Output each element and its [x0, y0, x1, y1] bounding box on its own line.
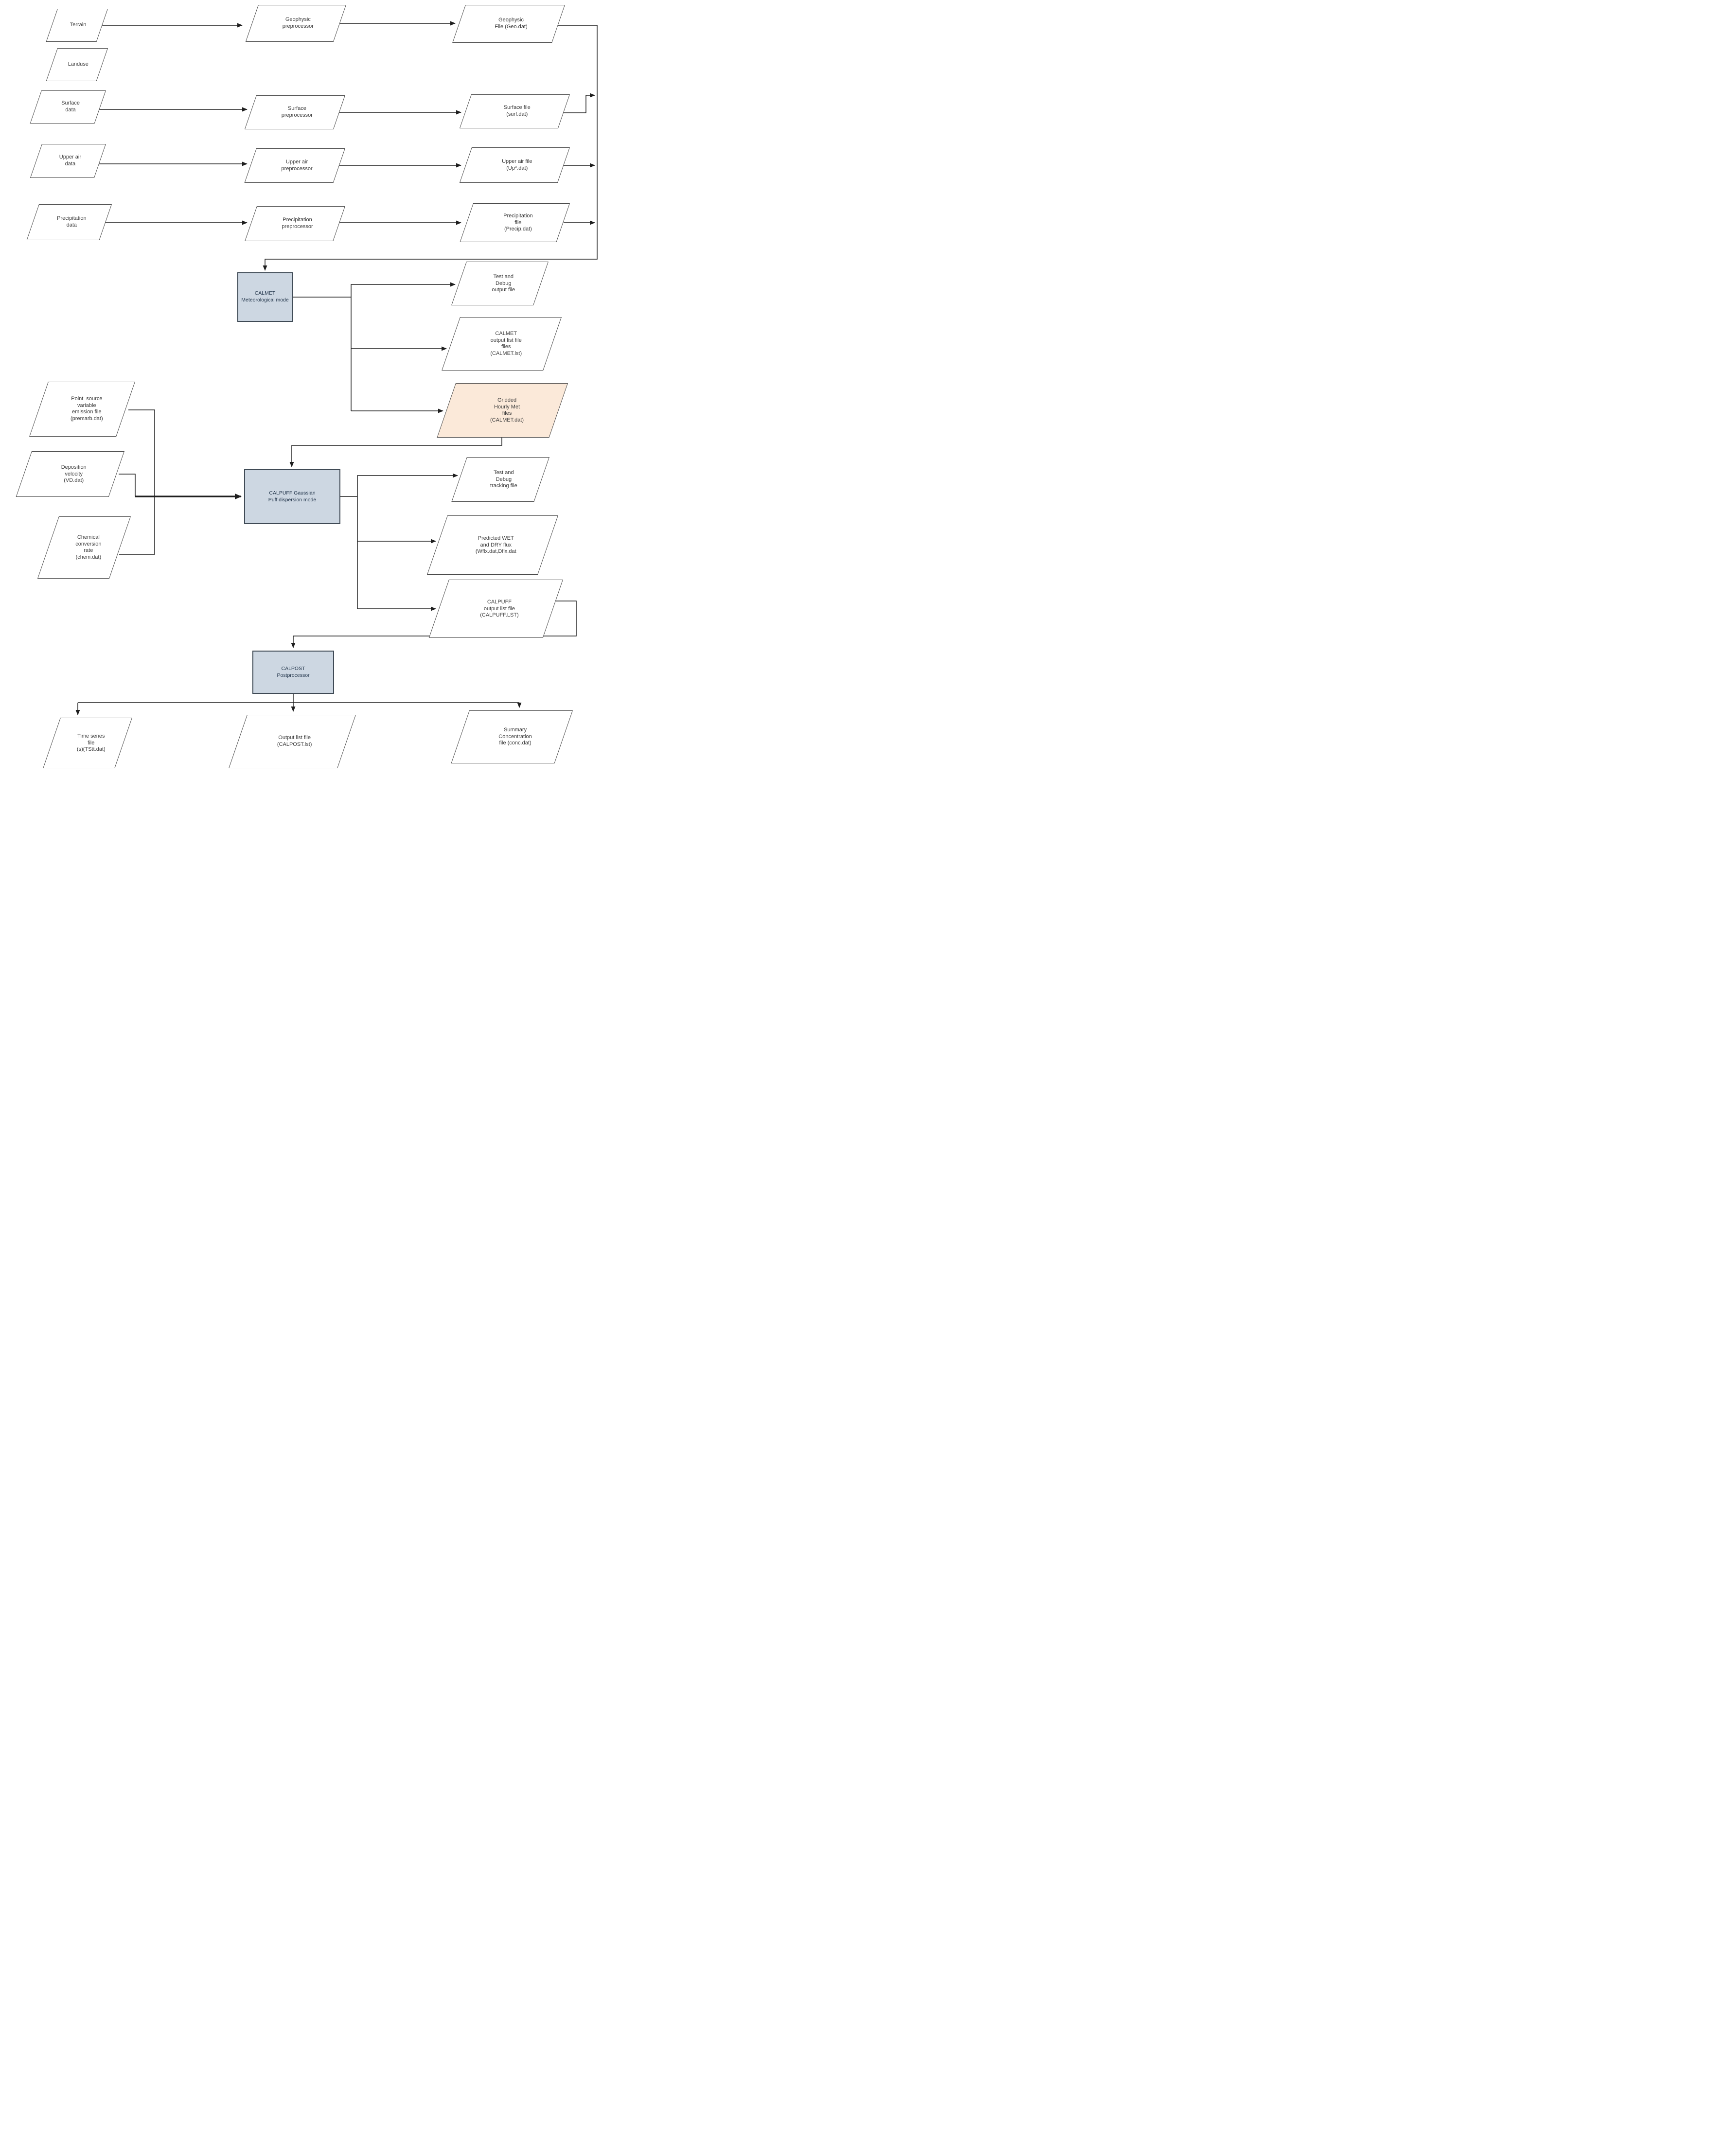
- test-debug-output-file-label: Test and Debug output file: [492, 273, 515, 293]
- terrain-label: Terrain: [70, 22, 87, 28]
- upper-air-data-node: Upper air data: [30, 144, 106, 178]
- surface-file-label: Surface file (surf.dat): [503, 105, 531, 117]
- upper-air-preprocessor-label: Upper air preprocessor: [281, 159, 313, 172]
- upper-air-data-label: Upper air data: [59, 154, 82, 167]
- surface-data-label: Surface data: [61, 100, 80, 113]
- test-debug-output-file-node: Test and Debug output file: [451, 262, 549, 305]
- precipitation-preprocessor-node: Precipitation preprocessor: [245, 206, 345, 241]
- calmet-label: CALMET Meteorological mode: [241, 290, 289, 303]
- calmet-output-list-node: CALMET output list file files (CALMET.ls…: [442, 317, 562, 371]
- gridded-hourly-met-node: Gridded Hourly Met files (CALMET.dat): [437, 383, 568, 438]
- output-list-file-node: Output list file (CALPOST.lst): [229, 715, 356, 768]
- flowchart-canvas: Terrain Landuse Surface data Upper air d…: [0, 0, 620, 770]
- calpuff-output-list-node: CALPUFF output list file (CALPUFF.LST): [428, 580, 563, 638]
- point-source-label: Point source variable emission file (pre…: [71, 396, 103, 422]
- precipitation-file-node: Precipitation file (Precip.dat): [460, 203, 570, 242]
- time-series-file-label: Time series file (s)(TStt.dat): [76, 733, 106, 752]
- surface-preprocessor-node: Surface preprocessor: [244, 95, 345, 129]
- edge-gridded-to-calpuff: [289, 438, 502, 467]
- edge-calmet-to-test-debug-output: [351, 282, 456, 411]
- calpuff-output-list-label: CALPUFF output list file (CALPUFF.LST): [480, 599, 519, 618]
- connector-lines: [75, 21, 598, 715]
- calmet-process-box: CALMET Meteorological mode: [237, 272, 293, 322]
- edge-calpuff-lst-to-calpost: [291, 601, 577, 648]
- edge-calpuff-to-test-debug-tracking: [357, 473, 458, 609]
- precipitation-data-label: Precipitation data: [56, 215, 87, 228]
- edge-deposition-elbow: [119, 474, 136, 496]
- summary-concentration-label: Summary Concentration file (conc.dat): [498, 727, 532, 746]
- deposition-velocity-label: Deposition velocity (VD.dat): [61, 464, 87, 483]
- upper-air-file-label: Upper air file (Up*.dat): [501, 158, 532, 171]
- deposition-velocity-node: Deposition velocity (VD.dat): [16, 451, 124, 497]
- gridded-hourly-met-label: Gridded Hourly Met files (CALMET.dat): [490, 397, 524, 423]
- predicted-flux-node: Predicted WET and DRY flux (Wflx.dat,Dfl…: [426, 515, 558, 575]
- output-list-file-label: Output list file (CALPOST.lst): [277, 735, 312, 747]
- landuse-label: Landuse: [68, 61, 89, 68]
- precipitation-data-node: Precipitation data: [26, 204, 112, 240]
- surface-preprocessor-label: Surface preprocessor: [282, 106, 313, 118]
- surface-data-node: Surface data: [30, 90, 106, 124]
- upper-air-file-node: Upper air file (Up*.dat): [459, 147, 570, 183]
- edge-point-source-collector: [119, 409, 155, 555]
- geophysic-file-node: Geophysic File (Geo.dat): [452, 5, 565, 43]
- calpost-label: CALPOST Postprocessor: [277, 665, 310, 678]
- surface-file-node: Surface file (surf.dat): [459, 94, 570, 128]
- test-debug-tracking-label: Test and Debug tracking file: [490, 469, 518, 489]
- calpuff-process-box: CALPUFF Gaussian Puff dispersion mode: [244, 469, 340, 524]
- calpost-process-box: CALPOST Postprocessor: [252, 651, 334, 694]
- test-debug-tracking-node: Test and Debug tracking file: [451, 457, 549, 502]
- calpuff-label: CALPUFF Gaussian Puff dispersion mode: [268, 490, 317, 503]
- edge-geophysic-file-bus-to-calmet: [263, 25, 598, 271]
- geophysic-preprocessor-label: Geophysic preprocessor: [282, 17, 314, 29]
- chemical-conversion-label: Chemical conversion rate (chem.dat): [75, 534, 102, 560]
- precipitation-preprocessor-label: Precipitation preprocessor: [282, 217, 313, 230]
- upper-air-preprocessor-node: Upper air preprocessor: [244, 148, 345, 183]
- predicted-flux-label: Predicted WET and DRY flux (Wflx.dat,Dfl…: [476, 535, 516, 554]
- summary-concentration-node: Summary Concentration file (conc.dat): [451, 710, 573, 763]
- edge-surface-file-to-bus: [564, 93, 595, 113]
- calmet-output-list-label: CALMET output list file files (CALMET.ls…: [490, 330, 522, 356]
- precipitation-file-label: Precipitation file (Precip.dat): [503, 212, 533, 232]
- geophysic-file-label: Geophysic File (Geo.dat): [495, 17, 528, 30]
- geophysic-preprocessor-node: Geophysic preprocessor: [245, 5, 346, 42]
